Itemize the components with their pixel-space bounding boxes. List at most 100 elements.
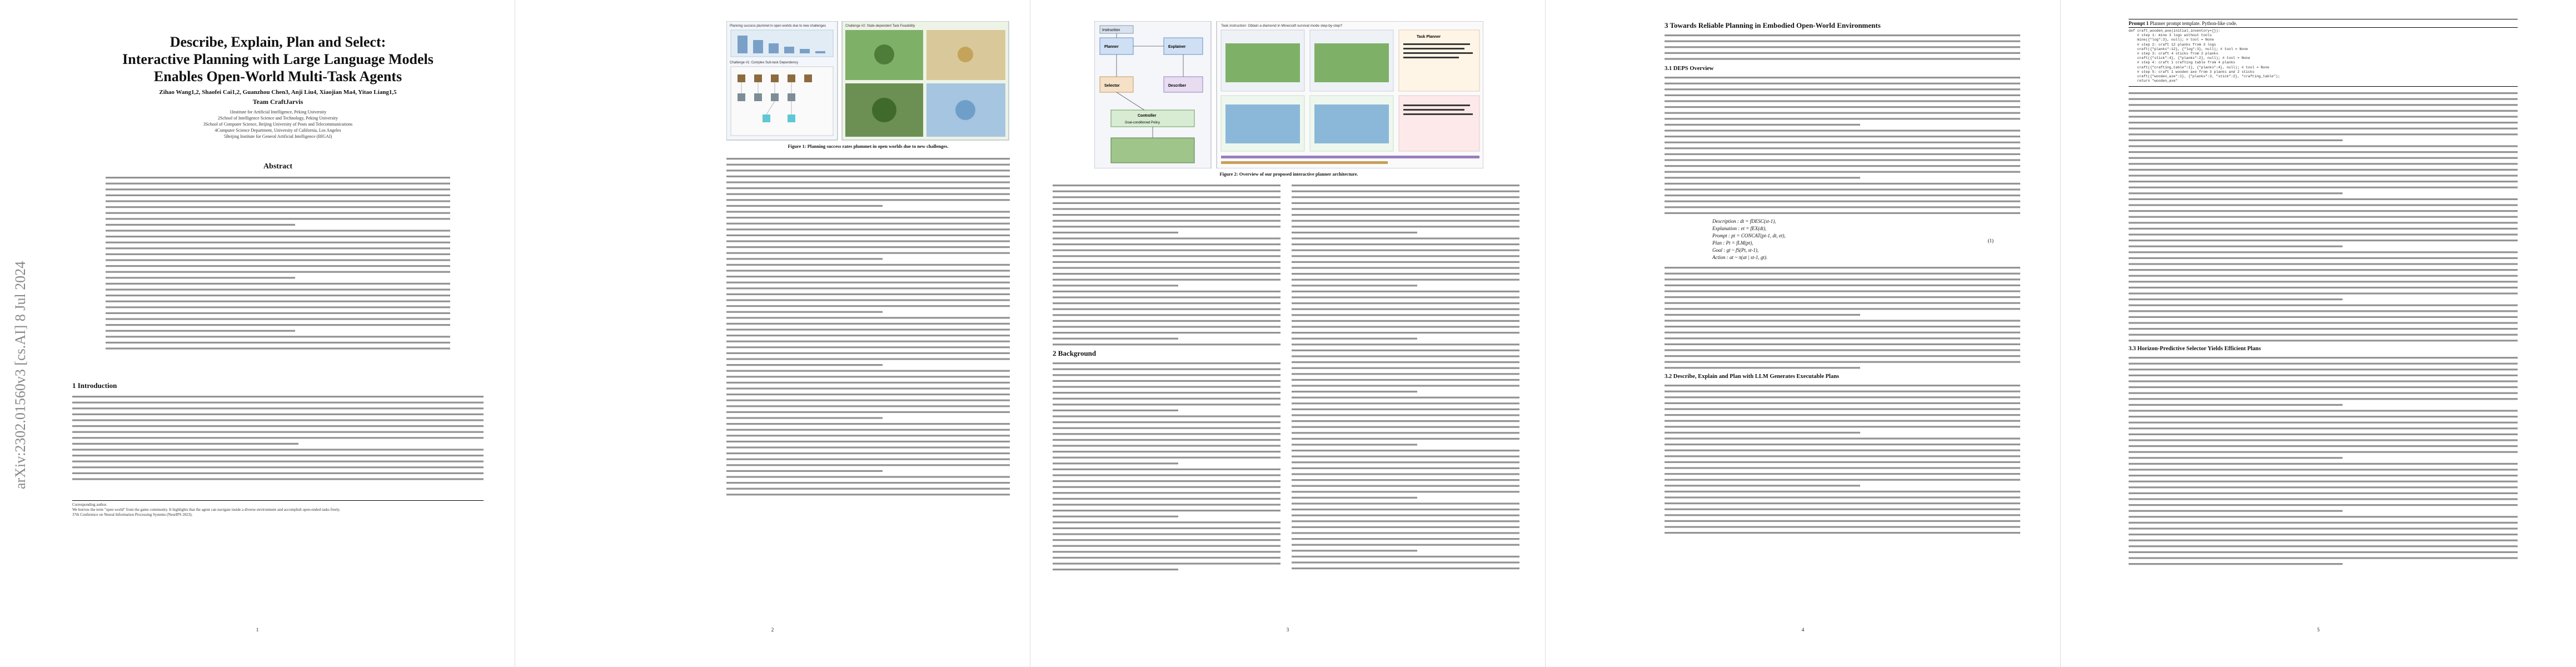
intro-lines bbox=[72, 396, 484, 480]
text-line bbox=[1665, 212, 2020, 214]
text-line bbox=[2129, 157, 2518, 159]
text-line bbox=[1053, 202, 1280, 204]
page3-right-text bbox=[1292, 183, 1519, 575]
text-line bbox=[1053, 510, 1280, 512]
text-line bbox=[1665, 532, 2020, 534]
text-line bbox=[2129, 516, 2518, 518]
text-line bbox=[726, 435, 1010, 437]
text-line bbox=[1665, 349, 2020, 351]
text-line bbox=[2129, 204, 2518, 206]
text-line bbox=[2129, 98, 2518, 100]
text-line bbox=[1292, 385, 1519, 387]
text-line bbox=[1292, 231, 1417, 233]
text-line bbox=[1053, 368, 1280, 370]
text-line bbox=[2129, 498, 2518, 500]
text-line bbox=[72, 472, 484, 474]
text-line bbox=[2129, 245, 2343, 247]
text-line bbox=[106, 223, 295, 226]
text-line bbox=[726, 228, 1010, 231]
equation-line: Prompt : pt = CONCAT(pt-1, dt, et), bbox=[1712, 233, 1786, 238]
text-line bbox=[1292, 214, 1519, 216]
text-line bbox=[2129, 139, 2343, 141]
text-line bbox=[2129, 398, 2518, 400]
text-line bbox=[1665, 182, 2020, 185]
text-line bbox=[1665, 361, 2020, 363]
fig2-label-describer: Describer bbox=[1168, 84, 1187, 88]
text-line bbox=[72, 460, 484, 462]
text-line bbox=[1665, 195, 2020, 197]
page3-left-lines bbox=[1053, 185, 1280, 346]
page-number: 5 bbox=[2317, 627, 2320, 633]
text-line bbox=[1665, 52, 2020, 54]
text-line bbox=[106, 241, 450, 243]
text-line bbox=[106, 336, 450, 338]
fig2-label-selector: Selector bbox=[1104, 84, 1120, 88]
text-line bbox=[1053, 386, 1280, 388]
text-line bbox=[1665, 485, 1860, 487]
intro-heading: 1 Introduction bbox=[72, 381, 117, 390]
text-line bbox=[1053, 515, 1178, 517]
paper-title: Describe, Explain, Plan and Select: Inte… bbox=[122, 34, 434, 84]
text-line bbox=[106, 277, 295, 279]
text-line bbox=[1053, 427, 1280, 429]
text-line bbox=[1665, 94, 2020, 96]
subsection-3-1: 3.1 DEPS Overview bbox=[1665, 66, 1714, 72]
text-line bbox=[2129, 151, 2518, 153]
text-line bbox=[1053, 273, 1280, 275]
text-line bbox=[1665, 520, 2020, 522]
text-line bbox=[1665, 514, 2020, 516]
text-line bbox=[1053, 409, 1178, 411]
text-line bbox=[726, 217, 1010, 219]
text-line bbox=[1665, 171, 2020, 173]
text-line bbox=[1292, 455, 1519, 457]
text-line bbox=[1053, 320, 1280, 322]
text-line bbox=[1665, 296, 2020, 298]
fig2-label-task-planner: Task Planner bbox=[1417, 35, 1441, 39]
text-line bbox=[1292, 237, 1519, 240]
text-line bbox=[1292, 479, 1519, 481]
text-line bbox=[1053, 439, 1280, 441]
text-line bbox=[1292, 461, 1519, 464]
text-line bbox=[2129, 357, 2518, 359]
text-line bbox=[2129, 222, 2518, 224]
prompt-caption: Planner prompt template. Python-like cod… bbox=[2150, 21, 2238, 26]
text-line bbox=[1292, 220, 1519, 222]
text-line bbox=[726, 240, 1010, 242]
text-line bbox=[1665, 455, 2020, 457]
text-line bbox=[2129, 545, 2518, 547]
equation-line: Goal : gt ~ fS(Pt, st-1), bbox=[1712, 247, 1759, 253]
text-line bbox=[1292, 408, 1519, 410]
text-line bbox=[1292, 502, 1519, 505]
fig2-right-title: Task instruction: Obtain a diamond in Mi… bbox=[1221, 24, 1343, 28]
text-line bbox=[726, 199, 1010, 201]
text-line bbox=[1292, 509, 1519, 511]
text-line bbox=[2129, 310, 2518, 312]
text-line bbox=[1053, 456, 1280, 459]
text-line bbox=[726, 258, 883, 260]
text-line bbox=[1665, 490, 2020, 492]
paper-page-3: Instruction Planner Explainer Describer … bbox=[1030, 0, 1546, 667]
text-line bbox=[72, 425, 484, 427]
text-line bbox=[1053, 521, 1280, 524]
text-line bbox=[72, 437, 484, 439]
paper-page-5: Prompt 1 Planner prompt template. Python… bbox=[2061, 0, 2576, 667]
text-line bbox=[2129, 263, 2518, 265]
text-line bbox=[2129, 486, 2518, 489]
text-line bbox=[1665, 426, 2020, 428]
text-line bbox=[1292, 568, 1519, 570]
text-line bbox=[1665, 479, 2020, 481]
text-line bbox=[1665, 402, 2020, 404]
text-line bbox=[726, 211, 1010, 213]
text-line bbox=[2129, 275, 2518, 277]
text-line bbox=[106, 295, 450, 297]
text-line bbox=[1053, 249, 1280, 251]
text-line bbox=[106, 300, 450, 302]
text-line bbox=[726, 376, 1010, 378]
text-line bbox=[1053, 231, 1178, 233]
text-line bbox=[106, 182, 450, 185]
text-line bbox=[1665, 77, 2020, 79]
text-line bbox=[1292, 520, 1519, 522]
text-line bbox=[106, 188, 450, 191]
page2-right-column-text bbox=[726, 157, 1010, 504]
text-line bbox=[1665, 165, 2020, 167]
